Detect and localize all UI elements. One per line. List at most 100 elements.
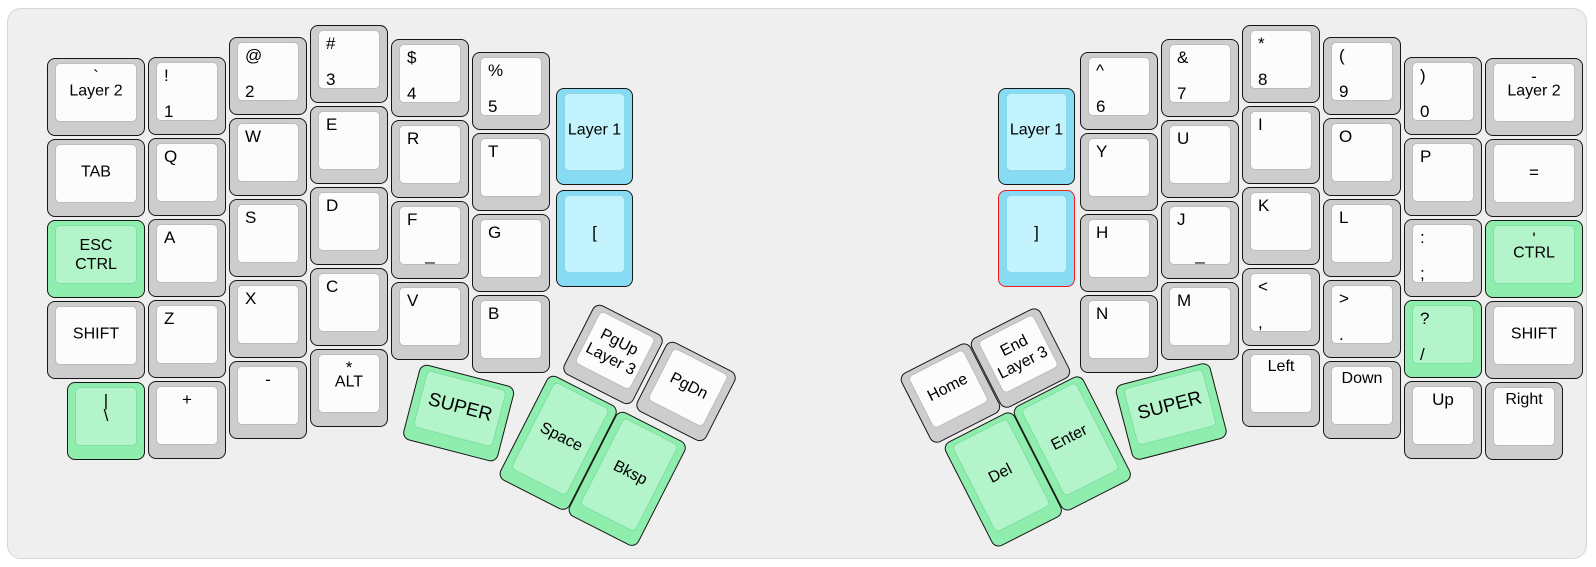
key-num6[interactable]: ^6	[1080, 52, 1158, 130]
key-c[interactable]: C	[310, 268, 388, 346]
key-layer1-left[interactable]: Layer 1	[556, 88, 633, 185]
key-quote-ctrl[interactable]: 'CTRL	[1485, 220, 1583, 298]
key-shift-left[interactable]: SHIFT	[47, 301, 145, 379]
key-label: .	[1339, 325, 1344, 344]
key-num5[interactable]: %5	[472, 52, 550, 130]
key-grave-layer2[interactable]: `Layer 2	[47, 58, 145, 136]
keycap-top: O	[1331, 123, 1393, 182]
key-b[interactable]: B	[472, 295, 550, 373]
key-label: G	[488, 223, 502, 242]
key-pipe-backslash[interactable]: |\	[67, 382, 145, 460]
key-num7[interactable]: &7	[1161, 39, 1239, 117]
key-o[interactable]: O	[1323, 118, 1401, 196]
key-num4[interactable]: $4	[391, 39, 469, 117]
key-shift-right[interactable]: SHIFT	[1485, 301, 1583, 379]
key-arrow-up[interactable]: Up	[1404, 381, 1482, 459]
key-label: Space	[537, 419, 586, 456]
keycap-top: (9	[1331, 42, 1393, 101]
key-g[interactable]: G	[472, 214, 550, 292]
key-super-left[interactable]: SUPER	[401, 363, 516, 464]
key-d[interactable]: D	[310, 187, 388, 265]
key-num0[interactable]: )0	[1404, 57, 1482, 135]
keycap-top: -	[237, 366, 299, 425]
key-question-slash[interactable]: ?/	[1404, 300, 1482, 378]
key-label: \	[103, 405, 109, 425]
key-label: SHIFT	[72, 325, 120, 343]
key-p[interactable]: P	[1404, 138, 1482, 216]
key-s[interactable]: S	[229, 199, 307, 277]
key-label: 4	[407, 84, 417, 103]
key-arrow-down[interactable]: Down	[1323, 361, 1401, 439]
key-semicolon[interactable]: :;	[1404, 219, 1482, 297]
keycap-top: Down	[1331, 366, 1393, 425]
key-w[interactable]: W	[229, 118, 307, 196]
key-num8[interactable]: *8	[1242, 25, 1320, 103]
key-y[interactable]: Y	[1080, 133, 1158, 211]
key-k[interactable]: K	[1242, 187, 1320, 265]
keycap-top: X	[237, 285, 299, 344]
key-layer1-right[interactable]: Layer 1	[998, 88, 1075, 185]
key-minus[interactable]: -	[229, 361, 307, 439]
keycap-top: Layer 1	[1006, 93, 1067, 171]
key-a[interactable]: A	[148, 219, 226, 297]
key-q[interactable]: Q	[148, 138, 226, 216]
keycap-top: G	[480, 219, 542, 278]
key-label: ^	[1096, 61, 1104, 80]
key-num2[interactable]: @2	[229, 37, 307, 115]
key-comma[interactable]: <,	[1242, 268, 1320, 346]
key-arrow-right[interactable]: Right	[1485, 382, 1563, 460]
key-e[interactable]: E	[310, 106, 388, 184]
key-period[interactable]: >.	[1323, 280, 1401, 358]
key-r[interactable]: R	[391, 120, 469, 198]
keycap-top: |\	[75, 387, 137, 446]
key-num3[interactable]: #3	[310, 25, 388, 103]
key-rbracket[interactable]: ]	[998, 190, 1075, 287]
key-num1[interactable]: !1	[148, 57, 226, 135]
key-star-alt[interactable]: *ALT	[310, 349, 388, 427]
key-label: Enter	[1048, 421, 1091, 454]
key-f[interactable]: F_	[391, 201, 469, 279]
keycap-top: SUPER	[412, 369, 507, 448]
key-m[interactable]: M	[1161, 282, 1239, 360]
key-label: Home	[924, 370, 971, 405]
key-i[interactable]: I	[1242, 106, 1320, 184]
keycap-top: L	[1331, 204, 1393, 263]
key-label: Up	[1432, 390, 1454, 409]
key-z[interactable]: Z	[148, 300, 226, 378]
keycap-top: Q	[156, 143, 218, 202]
key-x[interactable]: X	[229, 280, 307, 358]
key-v[interactable]: V	[391, 282, 469, 360]
key-lbracket[interactable]: [	[556, 190, 633, 287]
key-label: Down	[1341, 370, 1383, 387]
key-label: J	[1177, 210, 1186, 229]
key-label: ?	[1420, 309, 1430, 328]
key-h[interactable]: H	[1080, 214, 1158, 292]
key-j[interactable]: J_	[1161, 201, 1239, 279]
key-equals[interactable]: =	[1485, 139, 1583, 217]
key-plus[interactable]: +	[148, 381, 226, 459]
keycap-top: Right	[1493, 387, 1555, 446]
key-label: V	[407, 291, 419, 310]
key-num9[interactable]: (9	[1323, 37, 1401, 115]
key-label: )	[1420, 66, 1426, 85]
key-n[interactable]: N	[1080, 295, 1158, 373]
key-label: Layer 2	[69, 82, 123, 100]
keycap-top: J_	[1169, 206, 1231, 265]
key-label: X	[245, 289, 257, 308]
key-t[interactable]: T	[472, 133, 550, 211]
key-u[interactable]: U	[1161, 120, 1239, 198]
key-tab[interactable]: TAB	[47, 139, 145, 217]
key-label: CTRL	[1513, 244, 1555, 262]
key-arrow-left[interactable]: Left	[1242, 349, 1320, 427]
key-label: :	[1420, 228, 1425, 247]
key-label: K	[1258, 196, 1270, 215]
key-label: Layer 1	[1009, 121, 1064, 139]
key-l[interactable]: L	[1323, 199, 1401, 277]
key-label: D	[326, 196, 339, 215]
key-super-right[interactable]: SUPER	[1114, 361, 1229, 462]
key-minus-layer2[interactable]: -Layer 2	[1485, 58, 1583, 136]
key-label: _	[425, 244, 435, 264]
